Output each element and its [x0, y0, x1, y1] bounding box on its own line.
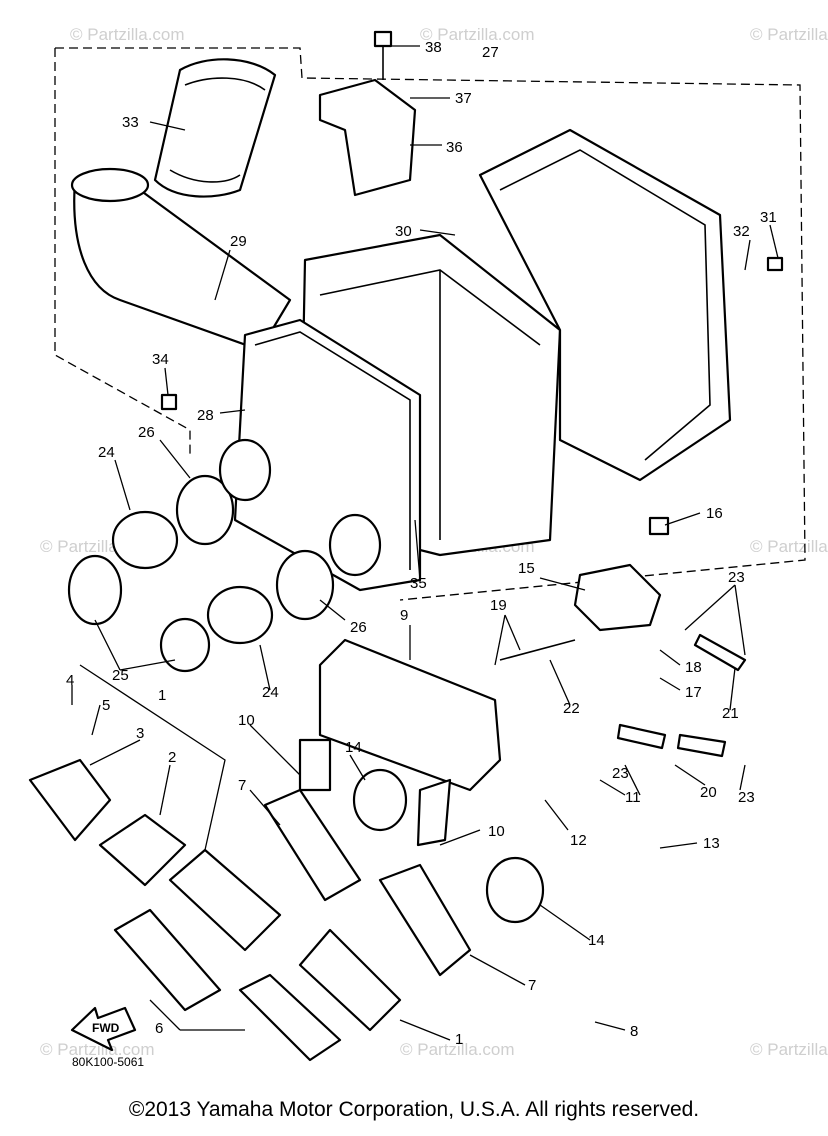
callout-1: 1 — [158, 687, 166, 704]
callout-15: 15 — [518, 560, 535, 577]
reference-code: 80K100-5061 — [72, 1055, 144, 1069]
intake-tube — [70, 167, 292, 352]
callout-1: 1 — [455, 1031, 463, 1048]
reed-blocks — [28, 758, 545, 1062]
callout-17: 17 — [685, 684, 702, 701]
watermark: © Partzilla.com — [420, 25, 535, 44]
callout-8: 8 — [630, 1023, 638, 1040]
watermark: © Partzilla.com — [750, 1040, 828, 1059]
callout-36: 36 — [446, 139, 463, 156]
callout-23: 23 — [738, 789, 755, 806]
callout-16: 16 — [706, 505, 723, 522]
callout-34: 34 — [152, 351, 169, 368]
bolts — [160, 30, 784, 536]
callout-25: 25 — [112, 667, 129, 684]
carb-boots — [67, 438, 382, 673]
nut-icon — [648, 516, 670, 536]
callout-30: 30 — [395, 223, 412, 240]
callout-21: 21 — [722, 705, 739, 722]
callout-38: 38 — [425, 39, 442, 56]
bolt-icon — [160, 393, 178, 411]
callout-26: 26 — [350, 619, 367, 636]
callout-26: 26 — [138, 424, 155, 441]
callout-3: 3 — [136, 725, 144, 742]
callout-4: 4 — [66, 672, 74, 689]
callout-29: 29 — [230, 233, 247, 250]
callout-24: 24 — [262, 684, 279, 701]
watermark: © Partzilla.com — [750, 25, 828, 44]
watermark: © Partzilla.com — [70, 25, 185, 44]
bolt-icon — [373, 30, 393, 48]
air-box-cover — [478, 128, 732, 482]
callout-31: 31 — [760, 209, 777, 226]
watermark: © Partzilla.com — [40, 1040, 155, 1059]
callout-7: 7 — [238, 777, 246, 794]
callout-numbers: 38 27 37 33 36 29 30 32 31 34 28 26 24 1… — [66, 39, 777, 1048]
callout-6: 6 — [155, 1020, 163, 1037]
callout-10: 10 — [238, 712, 255, 729]
callout-32: 32 — [733, 223, 750, 240]
callout-2: 2 — [168, 749, 176, 766]
leader-lines — [71, 45, 779, 1041]
callout-24: 24 — [98, 444, 115, 461]
watermark: © Partzilla.com — [400, 1040, 515, 1059]
reed-valve-assembly — [499, 563, 747, 758]
mounting-bracket — [318, 78, 417, 197]
watermarks: © Partzilla.com © Partzilla.com © Partzi… — [40, 25, 828, 1059]
watermark: © Partzilla.com — [750, 537, 828, 556]
callout-33: 33 — [122, 114, 139, 131]
callout-7: 7 — [528, 977, 536, 994]
callout-5: 5 — [102, 697, 110, 714]
callout-9: 9 — [400, 607, 408, 624]
copyright-notice: ©2013 Yamaha Motor Corporation, U.S.A. A… — [128, 1098, 700, 1121]
intake-duct — [153, 58, 277, 198]
callout-14: 14 — [588, 932, 605, 949]
callout-23: 23 — [612, 765, 629, 782]
callout-27: 27 — [482, 44, 499, 61]
fwd-label: FWD — [92, 1021, 120, 1035]
callout-18: 18 — [685, 659, 702, 676]
callout-28: 28 — [197, 407, 214, 424]
callout-10: 10 — [488, 823, 505, 840]
callout-12: 12 — [570, 832, 587, 849]
callout-35: 35 — [410, 575, 427, 592]
bolt-icon — [766, 256, 784, 272]
intake-silencer — [298, 638, 502, 847]
callout-19: 19 — [490, 597, 507, 614]
callout-23: 23 — [728, 569, 745, 586]
callout-22: 22 — [563, 700, 580, 717]
callout-20: 20 — [700, 784, 717, 801]
callout-13: 13 — [703, 835, 720, 852]
callout-37: 37 — [455, 90, 472, 107]
forward-arrow: FWD — [70, 1006, 137, 1052]
callout-14: 14 — [345, 739, 362, 756]
assembly-boundary — [54, 47, 806, 601]
callout-11: 11 — [625, 789, 641, 806]
